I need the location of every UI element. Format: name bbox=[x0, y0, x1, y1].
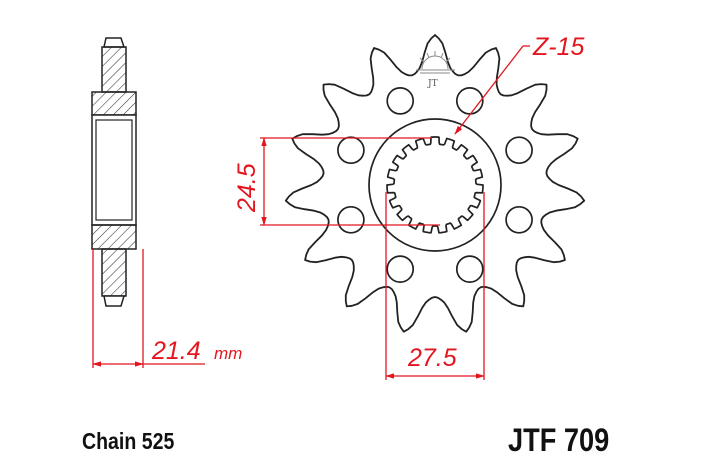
chain-size-label: Chain 525 bbox=[82, 428, 175, 454]
side-hub-lower bbox=[91, 224, 137, 250]
bolt-hole bbox=[386, 87, 415, 115]
bolt-hole bbox=[505, 136, 533, 165]
bolt-hole bbox=[337, 136, 365, 165]
hub-circle bbox=[368, 118, 502, 252]
bore-height-dimension: 24.5 bbox=[233, 163, 261, 213]
part-number-label: JTF 709 bbox=[508, 422, 610, 458]
side-web-lower bbox=[101, 248, 127, 297]
side-tooth-top bbox=[103, 37, 126, 48]
side-hub-upper bbox=[91, 91, 137, 116]
width-unit: mm bbox=[214, 344, 242, 363]
side-bore bbox=[91, 114, 137, 226]
jt-logo: JT bbox=[416, 51, 455, 89]
spline-bore bbox=[386, 136, 484, 234]
teeth-count-label: Z-15 bbox=[532, 33, 585, 61]
side-web-upper bbox=[101, 46, 127, 93]
bolt-hole bbox=[337, 205, 365, 234]
side-tooth-bottom bbox=[103, 295, 126, 307]
bolt-hole bbox=[455, 87, 484, 115]
front-view: JT 24.5 27.5 Z-15 bbox=[233, 33, 586, 380]
width-dimension: 21.4 bbox=[151, 337, 201, 365]
bolt-hole bbox=[386, 255, 415, 283]
svg-text:JT: JT bbox=[427, 79, 438, 89]
bore-width-dimension: 27.5 bbox=[407, 344, 457, 372]
side-view: 21.4 mm bbox=[91, 37, 242, 368]
bolt-hole bbox=[505, 205, 533, 234]
bolt-hole bbox=[455, 255, 484, 283]
